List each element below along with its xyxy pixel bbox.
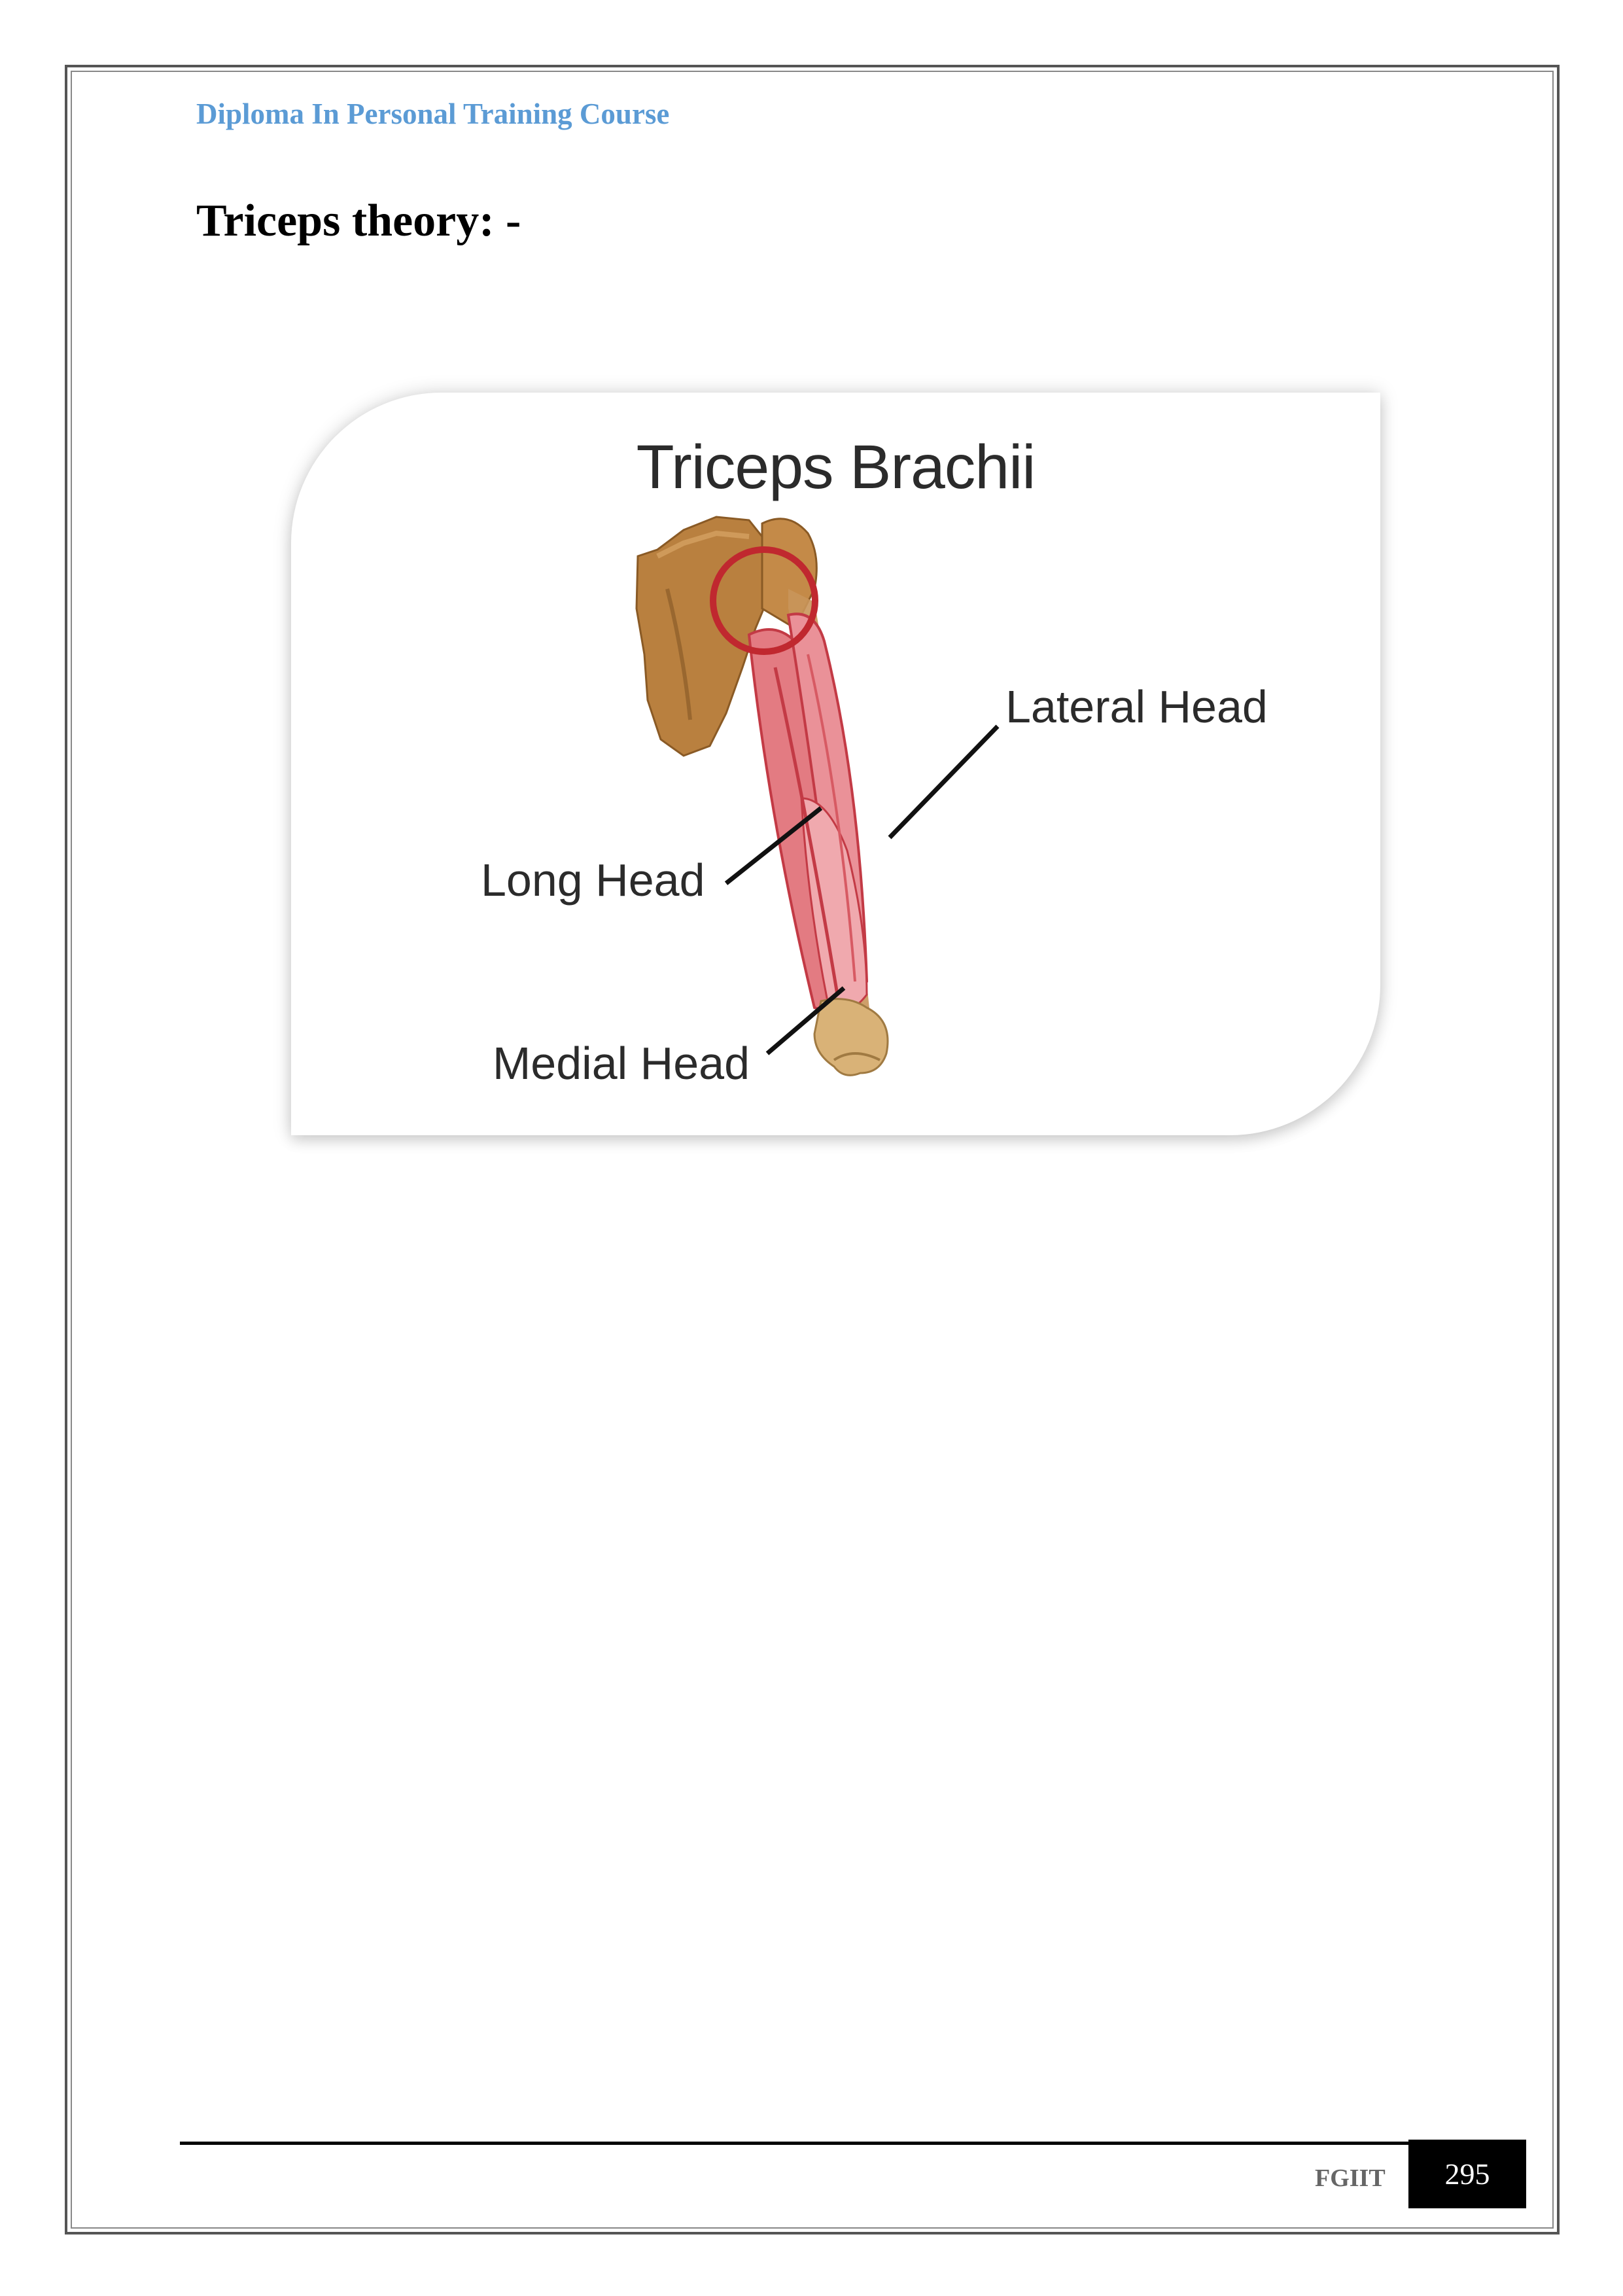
triceps-illustration [635,516,1000,1076]
label-medial-head: Medial Head [493,1038,750,1089]
footer-org: FGIIT [1315,2164,1386,2192]
triceps-figure: Triceps Brachii Lateral Head Long Head M… [291,393,1380,1135]
footer-rule [180,2142,1410,2145]
section-title: Triceps theory: - [196,196,521,246]
page-border-outer [65,65,1560,2234]
course-header: Diploma In Personal Training Course [196,97,670,130]
lateral-head-pointer [888,724,1000,839]
page-number: 295 [1408,2140,1526,2208]
page-border-inner [71,71,1554,2229]
figure-title: Triceps Brachii [636,433,1036,502]
origin-circle [710,546,818,655]
long-head-pointer [724,806,823,885]
label-lateral-head: Lateral Head [1005,681,1268,732]
medial-head-pointer [765,986,846,1055]
elbow-bone [813,998,889,1076]
label-long-head: Long Head [481,855,705,906]
